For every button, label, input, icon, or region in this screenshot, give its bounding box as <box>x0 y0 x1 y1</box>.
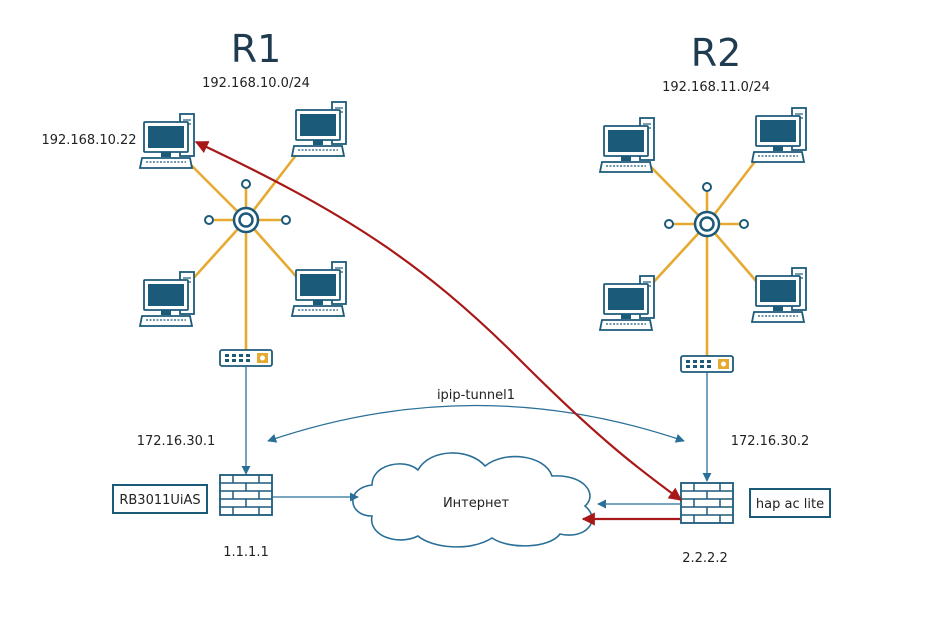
r1-tunnel-ip: 172.16.30.1 <box>137 434 216 449</box>
r1-router-model: RB3011UiAS <box>119 493 200 508</box>
switch-icon <box>219 349 273 367</box>
r2-subnet: 192.168.11.0/24 <box>662 80 770 95</box>
r2-router-model-box <box>749 488 831 518</box>
r1-subnet: 192.168.10.0/24 <box>202 76 310 91</box>
r1-hub-port-left <box>204 215 214 225</box>
internet-cloud: Интернет <box>352 452 593 548</box>
desktop-computer-icon <box>751 267 807 323</box>
r2-tunnel-ip: 172.16.30.2 <box>731 434 810 449</box>
hub-icon <box>232 206 260 234</box>
firewall-icon <box>219 474 273 516</box>
tunnel-arc <box>267 404 685 443</box>
hub-icon <box>693 210 721 238</box>
r2-network: R2 192.168.11.0/24 172.16.30.2 hap ac li… <box>599 31 831 566</box>
r2-public-ip: 2.2.2.2 <box>682 551 727 566</box>
r1-network: R1 192.168.10.0/24 192.168.10.22 172.16.… <box>41 27 347 560</box>
r1-host-ip: 192.168.10.22 <box>41 133 136 148</box>
internet-label: Интернет <box>443 496 510 511</box>
r1-hub-port-right <box>281 215 291 225</box>
switch-icon <box>680 355 734 373</box>
r1-title: R1 <box>231 27 282 71</box>
firewall-icon <box>680 482 734 524</box>
r2-hub-port-right <box>739 219 749 229</box>
r2-hub-port-top <box>702 182 712 192</box>
traffic-path-arrow <box>194 141 683 501</box>
desktop-computer-icon <box>139 271 195 327</box>
desktop-computer-icon <box>291 261 347 317</box>
desktop-computer-icon <box>139 113 195 169</box>
desktop-computer-icon <box>751 107 807 163</box>
desktop-computer-icon <box>599 117 655 173</box>
desktop-computer-icon <box>599 275 655 331</box>
desktop-computer-icon <box>291 101 347 157</box>
r2-hub-port-left <box>664 219 674 229</box>
r2-router-model: hap ac lite <box>756 497 824 512</box>
r2-title: R2 <box>691 31 742 75</box>
r1-hub-port-top <box>241 179 251 189</box>
tunnel-label: ipip-tunnel1 <box>437 388 515 403</box>
traffic-path <box>194 141 683 526</box>
r1-public-ip: 1.1.1.1 <box>223 545 268 560</box>
ipip-tunnel: ipip-tunnel1 <box>267 388 685 443</box>
